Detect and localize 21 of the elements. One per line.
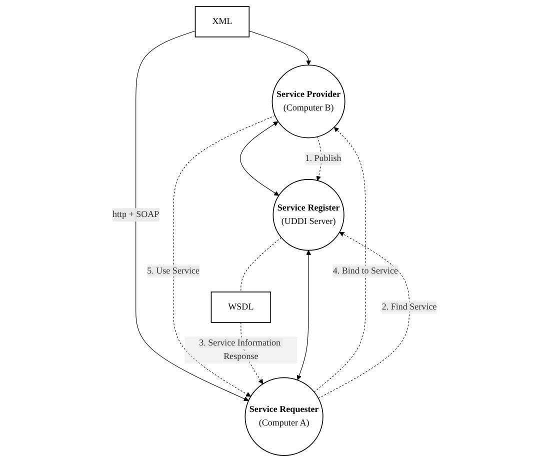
arrow bbox=[240, 322, 263, 384]
edge-label: 3. Service Information Response bbox=[199, 338, 280, 362]
node-circle: Service Provider (Computer B) bbox=[272, 64, 346, 138]
edge-label: http + SOAP bbox=[112, 210, 160, 220]
arrow bbox=[172, 115, 276, 397]
arrow bbox=[296, 250, 311, 380]
arrow bbox=[318, 232, 410, 399]
edge-label: 1. Publish bbox=[305, 154, 342, 164]
edge-label: 4. Bind to Service bbox=[332, 266, 398, 276]
arrow bbox=[240, 121, 279, 196]
arrow bbox=[248, 30, 311, 66]
node-box: XML bbox=[194, 6, 250, 38]
connector bbox=[240, 237, 282, 292]
edge-label: 5. Use Service bbox=[147, 266, 200, 276]
edge-label: 2. Find Service bbox=[382, 302, 437, 312]
node-box: WSDL bbox=[210, 292, 271, 323]
node-circle: Service Register (UDDI Server) bbox=[272, 179, 344, 251]
arrow bbox=[316, 136, 322, 181]
arrow bbox=[314, 126, 366, 392]
arrow bbox=[135, 30, 249, 402]
node-circle: Service Requester (Computer A) bbox=[244, 377, 324, 456]
